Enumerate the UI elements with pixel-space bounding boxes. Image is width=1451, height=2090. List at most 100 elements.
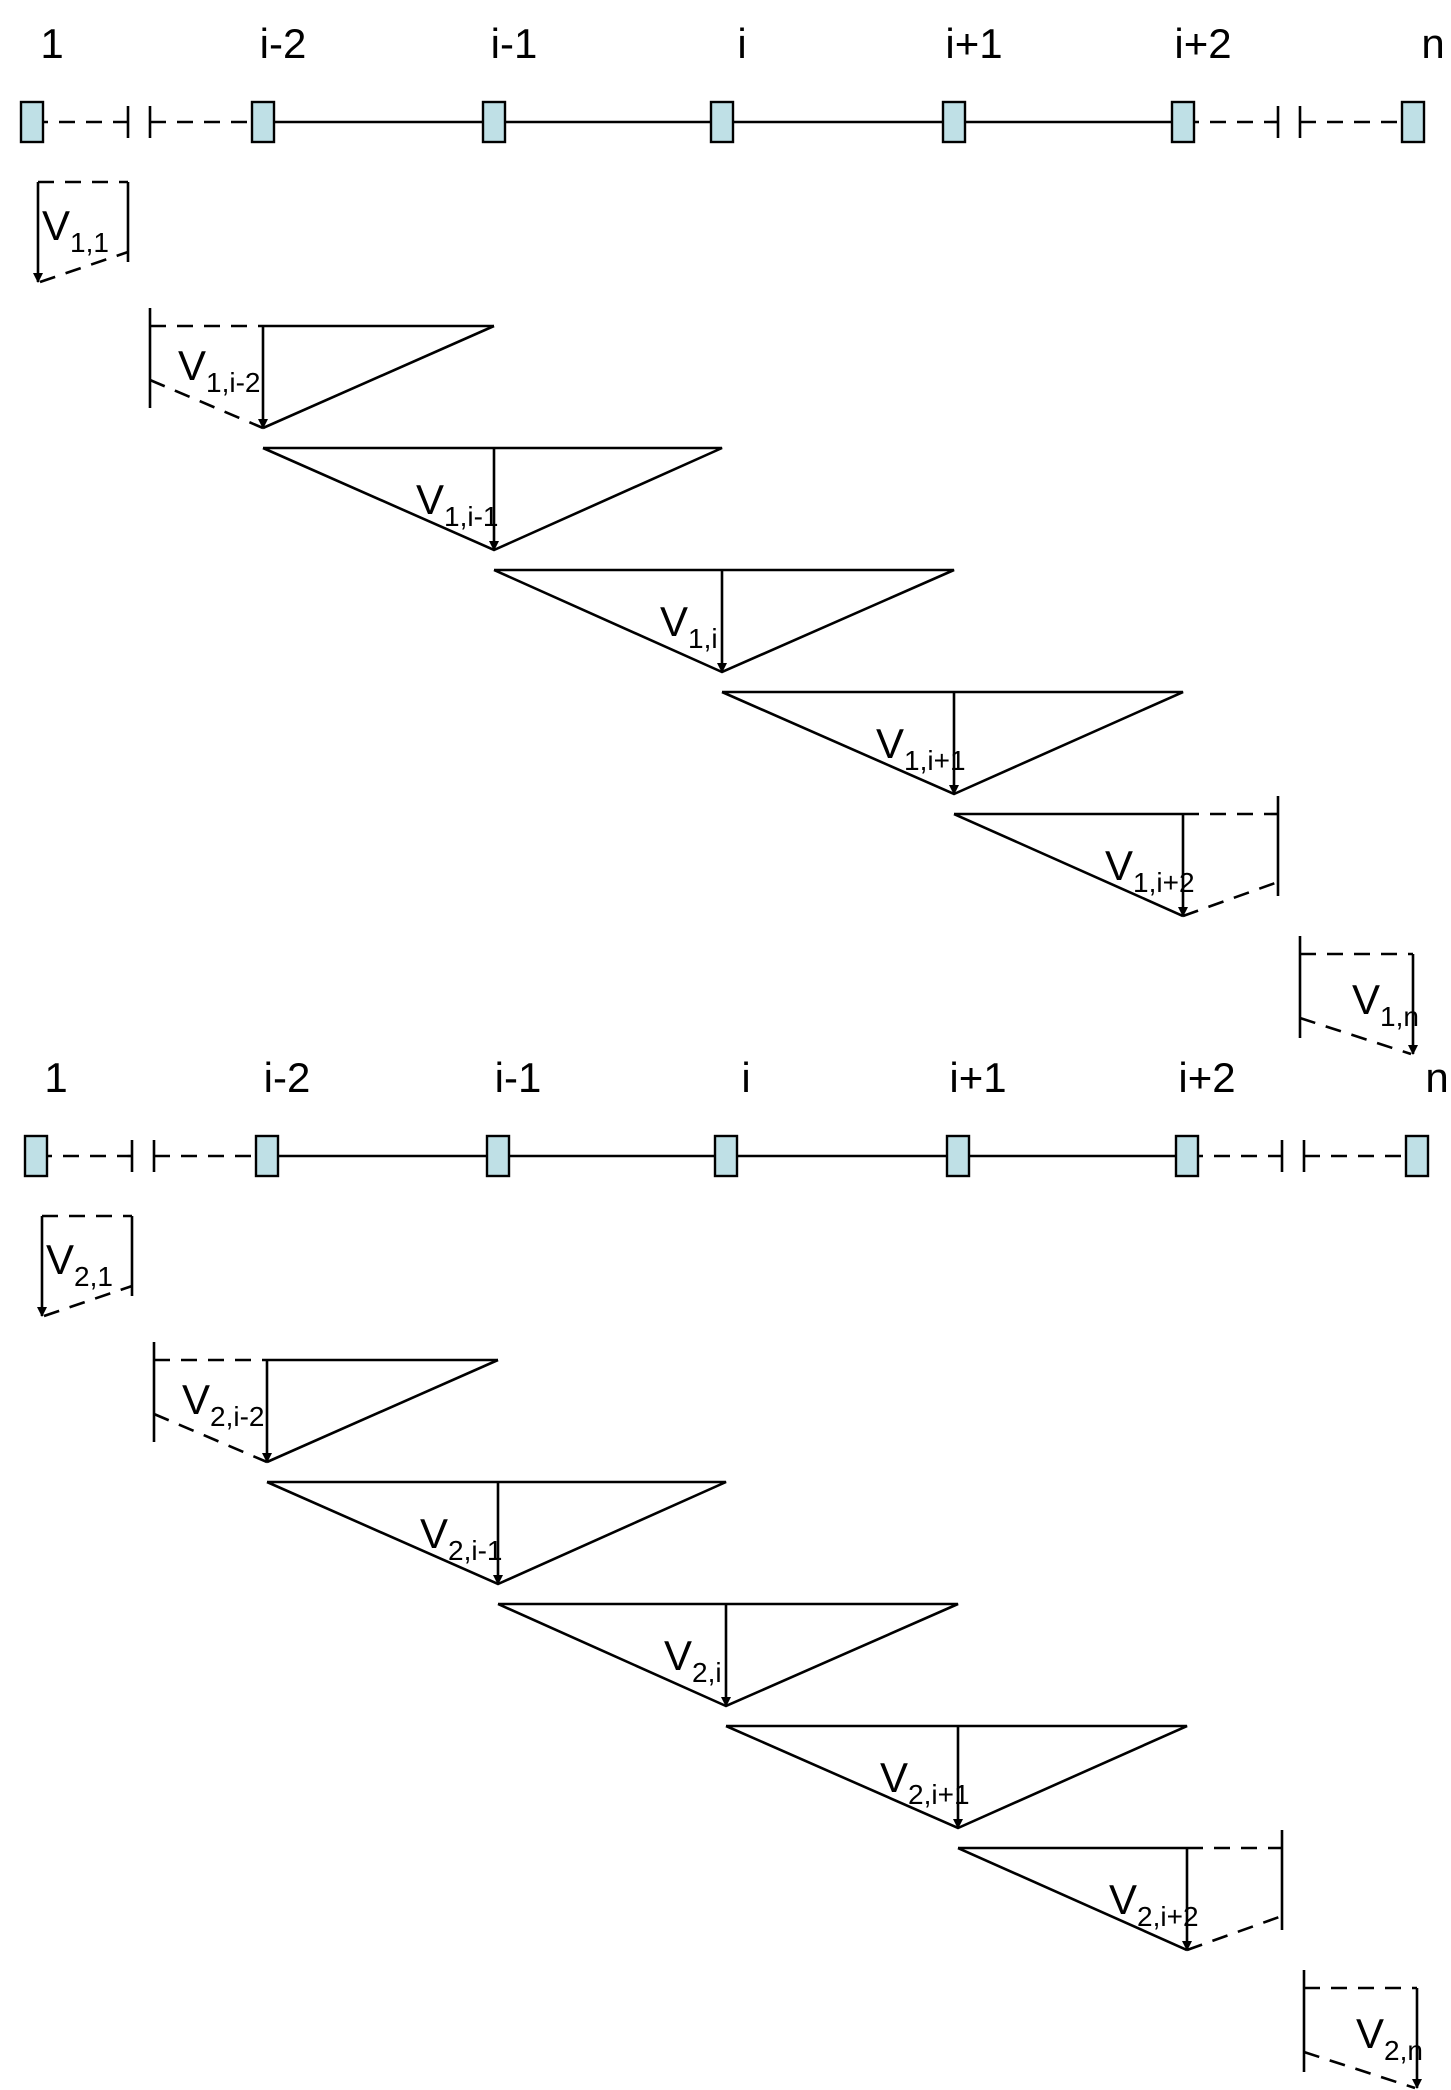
influence-label-main: V — [1352, 976, 1380, 1023]
slope-dashed — [1303, 2050, 1416, 2090]
influence-label-sub: 2,n — [1384, 2035, 1423, 2066]
node-label-1: 1 — [40, 20, 63, 67]
node-label-3: i-1 — [491, 20, 538, 67]
influence-label-main: V — [1356, 2010, 1384, 2057]
influence-line-6: V1,i+2 — [953, 796, 1280, 918]
slope-dashed-left — [149, 378, 264, 430]
node-4 — [709, 100, 735, 144]
influence-label-main: V — [880, 1754, 908, 1801]
influence-label-7: V1,n — [1352, 976, 1419, 1032]
node-4 — [713, 1134, 739, 1178]
influence-label-main: V — [876, 720, 904, 767]
slope-dashed-right — [1186, 1914, 1283, 1952]
node-5 — [941, 100, 967, 144]
influence-line-2: V1,i-2 — [148, 308, 495, 430]
node-label-4: i — [737, 20, 746, 67]
influence-label-main: V — [664, 1632, 692, 1679]
influence-line-5: V1,i+1 — [721, 690, 1184, 796]
influence-label-main: V — [178, 342, 206, 389]
node-label-7: n — [1421, 20, 1444, 67]
influence-label-2: V2,i-2 — [182, 1376, 264, 1432]
influence-line-4: V2,i — [497, 1602, 959, 1708]
influence-label-6: V1,i+2 — [1105, 842, 1195, 898]
node-1 — [23, 1134, 49, 1178]
node-3 — [481, 100, 507, 144]
triangle — [725, 1724, 1188, 1830]
slope-dashed-left — [153, 1412, 268, 1464]
influence-label-7: V2,n — [1356, 2010, 1423, 2066]
influence-label-sub: 2,i+2 — [1137, 1901, 1199, 1932]
slope-left — [957, 1846, 1188, 1952]
influence-label-4: V2,i — [664, 1632, 722, 1688]
triangle — [266, 1480, 727, 1586]
triangle — [262, 446, 723, 552]
influence-label-main: V — [182, 1376, 210, 1423]
node-7 — [1404, 1134, 1430, 1178]
influence-label-main: V — [42, 202, 70, 249]
node-label-4: i — [741, 1054, 750, 1101]
influence-label-1: V1,1 — [42, 202, 109, 258]
triangle — [493, 568, 955, 674]
influence-line-3: V1,i-1 — [262, 446, 723, 552]
influence-label-main: V — [416, 476, 444, 523]
influence-label-sub: 2,i — [692, 1657, 722, 1688]
influence-line-7: V1,n — [1298, 936, 1419, 1056]
influence-label-3: V1,i-1 — [416, 476, 498, 532]
influence-label-4: V1,i — [660, 598, 718, 654]
influence-label-sub: 1,1 — [70, 227, 109, 258]
influence-label-main: V — [1109, 1876, 1137, 1923]
slope-dashed — [43, 1284, 133, 1318]
node-label-6: i+2 — [1174, 20, 1231, 67]
influence-line-3: V2,i-1 — [266, 1480, 727, 1586]
influence-line-5: V2,i+1 — [725, 1724, 1188, 1830]
influence-label-main: V — [46, 1236, 74, 1283]
influence-label-sub: 1,i+2 — [1133, 867, 1195, 898]
influence-label-sub: 2,i-2 — [210, 1401, 264, 1432]
influence-label-sub: 2,i-1 — [448, 1535, 502, 1566]
influence-line-4: V1,i — [493, 568, 955, 674]
influence-line-1: V2,1 — [37, 1214, 134, 1318]
slope-dashed-right — [1182, 880, 1279, 918]
influence-label-2: V1,i-2 — [178, 342, 260, 398]
slope-dashed — [39, 250, 129, 284]
influence-label-sub: 1,i+1 — [904, 745, 966, 776]
node-6 — [1174, 1134, 1200, 1178]
node-1 — [19, 100, 45, 144]
influence-label-1: V2,1 — [46, 1236, 113, 1292]
influence-label-sub: 1,i-1 — [444, 501, 498, 532]
slope-dashed — [1299, 1016, 1412, 1056]
node-2 — [254, 1134, 280, 1178]
node-7 — [1400, 100, 1426, 144]
influence-label-sub: 1,i — [688, 623, 718, 654]
influence-line-6: V2,i+2 — [957, 1830, 1284, 1952]
node-label-2: i-2 — [264, 1054, 311, 1101]
influence-label-3: V2,i-1 — [420, 1510, 502, 1566]
influence-label-5: V2,i+1 — [880, 1754, 970, 1810]
node-5 — [945, 1134, 971, 1178]
triangle — [497, 1602, 959, 1708]
influence-label-main: V — [660, 598, 688, 645]
influence-label-main: V — [420, 1510, 448, 1557]
node-label-2: i-2 — [260, 20, 307, 67]
influence-line-1: V1,1 — [33, 180, 130, 284]
influence-line-2: V2,i-2 — [152, 1342, 499, 1464]
influence-label-sub: 1,n — [1380, 1001, 1419, 1032]
node-label-3: i-1 — [495, 1054, 542, 1101]
triangle — [721, 690, 1184, 796]
slope-right — [266, 1358, 499, 1464]
node-label-1: 1 — [44, 1054, 67, 1101]
node-label-7: n — [1425, 1054, 1448, 1101]
node-label-6: i+2 — [1178, 1054, 1235, 1101]
node-label-5: i+1 — [945, 20, 1002, 67]
influence-label-5: V1,i+1 — [876, 720, 966, 776]
node-2 — [250, 100, 276, 144]
slope-left — [953, 812, 1184, 918]
node-6 — [1170, 100, 1196, 144]
node-3 — [485, 1134, 511, 1178]
node-label-5: i+1 — [949, 1054, 1006, 1101]
influence-label-sub: 2,1 — [74, 1261, 113, 1292]
influence-line-7: V2,n — [1302, 1970, 1423, 2090]
